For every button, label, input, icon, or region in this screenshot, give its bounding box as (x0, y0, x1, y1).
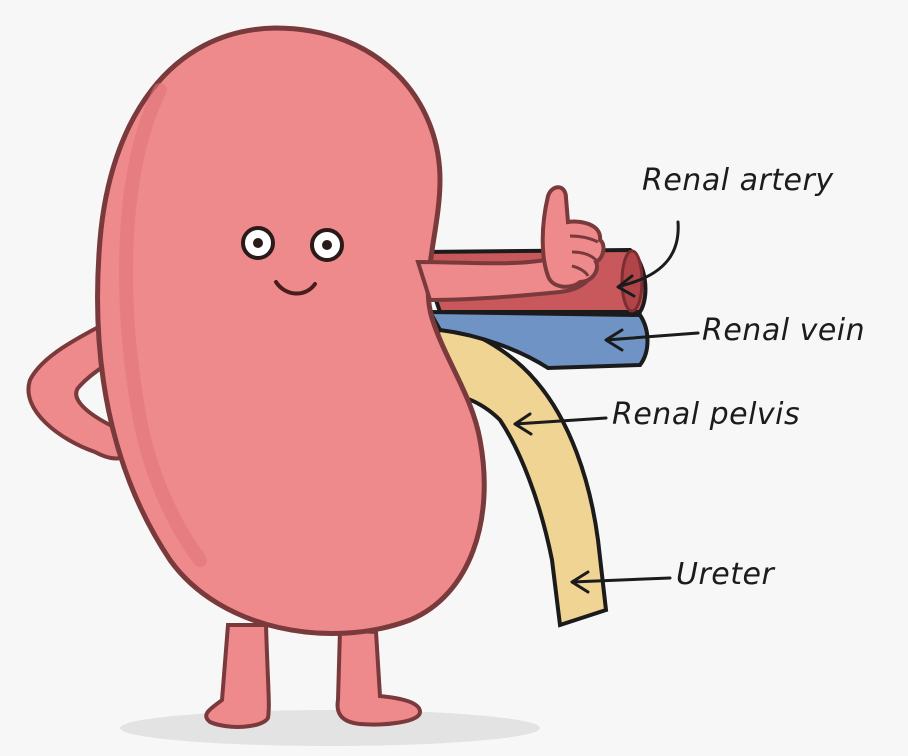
ground-shadow (120, 710, 540, 746)
left-leg (206, 625, 269, 727)
renal-artery-label: Renal artery (642, 166, 834, 196)
ureter-label: Ureter (676, 560, 774, 590)
left-pupil (253, 238, 263, 248)
vein-pointer-arrow (606, 330, 698, 350)
right-pupil (322, 240, 332, 250)
renal-vein-label: Renal vein (702, 316, 865, 346)
kidney-body (98, 28, 485, 634)
right-leg (338, 630, 420, 725)
renal-pelvis-label: Renal pelvis (612, 400, 800, 430)
